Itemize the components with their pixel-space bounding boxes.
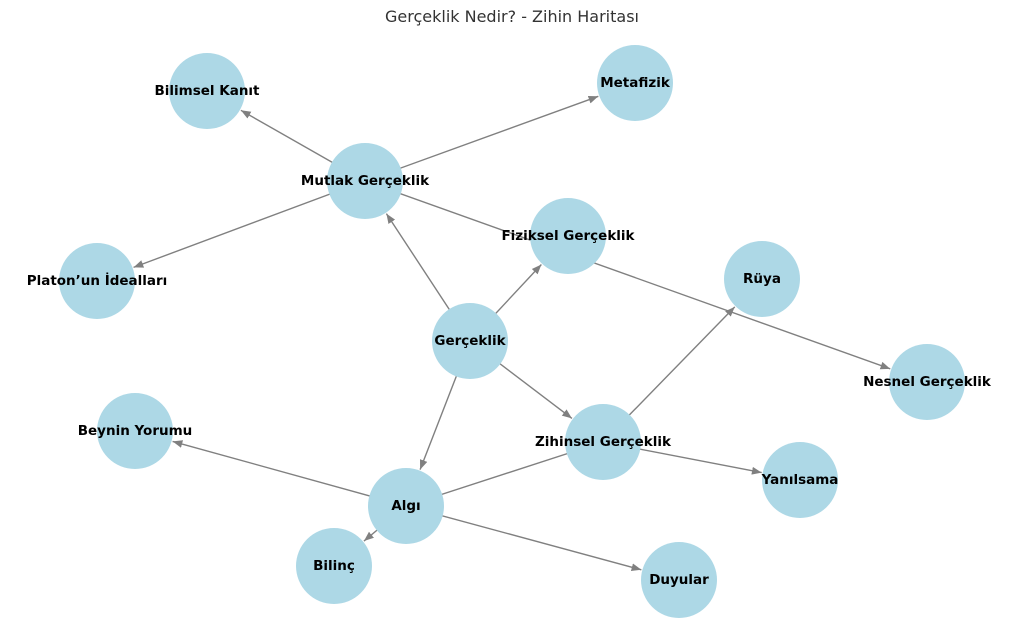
edge-mutlak-to-metafizik — [364, 95, 599, 182]
node-label: Platon’un İdealları — [27, 272, 168, 289]
node-yanilsama[interactable]: Yanılsama — [761, 442, 839, 518]
node-label: Beynin Yorumu — [78, 423, 193, 439]
node-circle — [641, 542, 717, 618]
node-circle — [724, 241, 800, 317]
edge-mutlak-to-nesnel — [364, 180, 891, 370]
node-circle — [59, 243, 135, 319]
node-gerceklik[interactable]: Gerçeklik — [432, 303, 508, 379]
node-circle — [432, 303, 508, 379]
node-label: Yanılsama — [761, 472, 839, 488]
node-bilimsel[interactable]: Bilimsel Kanıt — [154, 53, 260, 129]
edge-algi-to-beynin — [172, 440, 407, 507]
node-platon[interactable]: Platon’un İdealları — [27, 243, 168, 319]
node-label: Gerçeklik — [434, 333, 506, 349]
diagram-title: Gerçeklik Nedir? - Zihin Haritası — [385, 7, 639, 26]
edge-algi-to-duyular — [405, 505, 642, 572]
node-fiziksel[interactable]: Fiziksel Gerçeklik — [501, 198, 636, 274]
node-duyular[interactable]: Duyular — [641, 542, 717, 618]
node-beynin[interactable]: Beynin Yorumu — [78, 393, 193, 469]
node-label: Duyular — [649, 572, 709, 588]
node-circle — [530, 198, 606, 274]
node-circle — [762, 442, 838, 518]
node-label: Bilinç — [313, 558, 355, 574]
node-label: Mutlak Gerçeklik — [301, 173, 430, 189]
node-label: Algı — [391, 498, 420, 514]
node-label: Fiziksel Gerçeklik — [501, 228, 635, 244]
node-label: Nesnel Gerçeklik — [863, 374, 992, 390]
node-circle — [597, 45, 673, 121]
node-circle — [97, 393, 173, 469]
node-circle — [296, 528, 372, 604]
node-label: Rüya — [743, 271, 781, 287]
node-nesnel[interactable]: Nesnel Gerçeklik — [863, 344, 992, 420]
node-bilinc[interactable]: Bilinç — [296, 528, 372, 604]
node-label: Bilimsel Kanıt — [154, 83, 260, 99]
node-metafizik[interactable]: Metafizik — [597, 45, 673, 121]
node-circle — [169, 53, 245, 129]
node-label: Metafizik — [600, 75, 671, 91]
node-zihinsel[interactable]: Zihinsel Gerçeklik — [535, 404, 672, 480]
node-circle — [565, 404, 641, 480]
edge-mutlak-to-platon — [133, 180, 366, 269]
node-circle — [368, 468, 444, 544]
node-circle — [327, 143, 403, 219]
node-label: Zihinsel Gerçeklik — [535, 434, 672, 450]
node-circle — [889, 344, 965, 420]
node-ruya[interactable]: Rüya — [724, 241, 800, 317]
node-mutlak[interactable]: Mutlak Gerçeklik — [301, 143, 430, 219]
node-algi[interactable]: Algı — [368, 468, 444, 544]
